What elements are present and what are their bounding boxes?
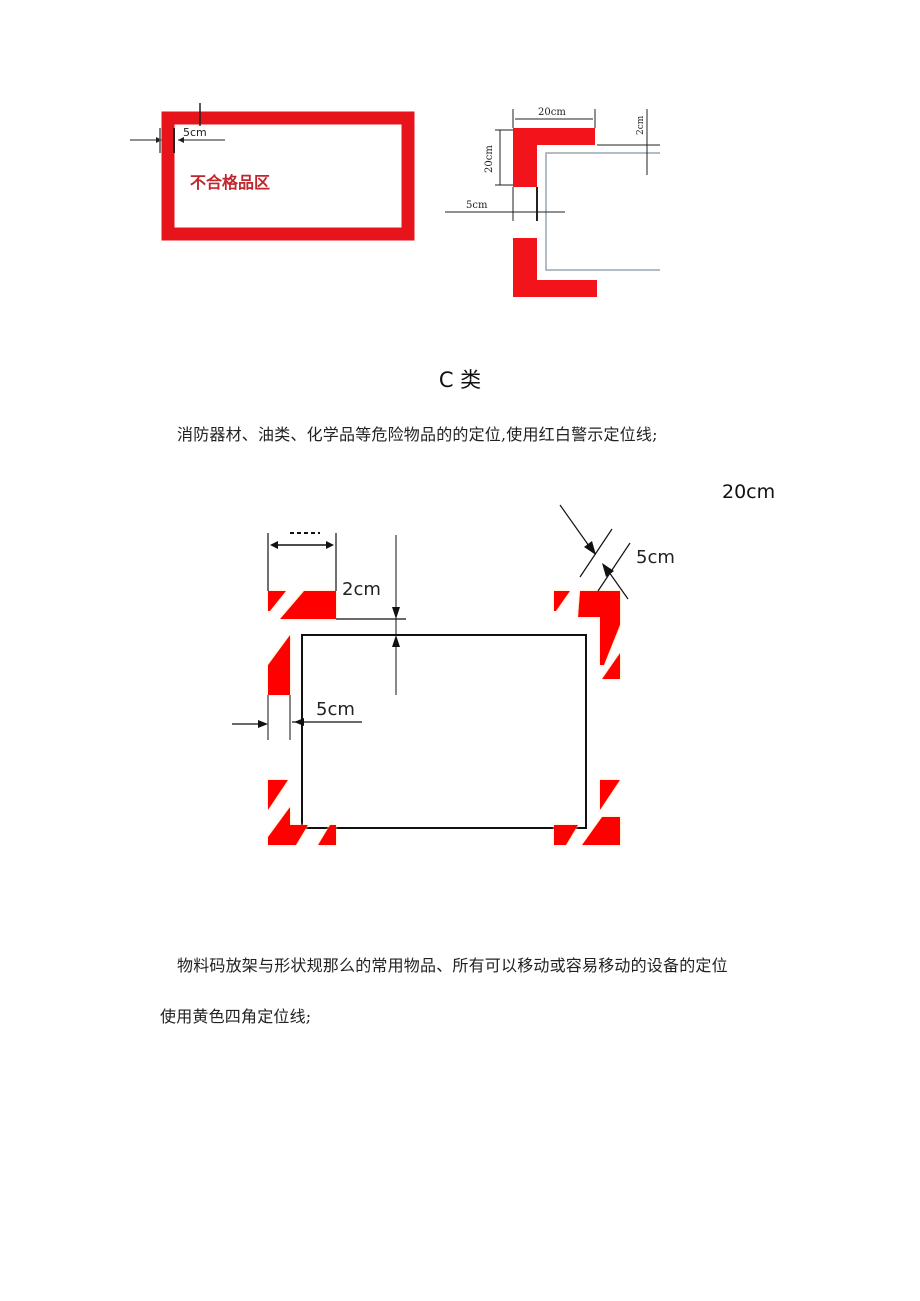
dim-label-5cm-diagonal: 5cm xyxy=(636,547,675,568)
label-20cm: 20cm xyxy=(722,481,776,503)
figure-corner-marks: 20cm 20cm 2cm 5cm xyxy=(440,95,660,305)
figure-unqualified-zone: 5cm 不合格品区 xyxy=(130,100,420,250)
section-heading: C 类 xyxy=(438,368,482,392)
dim-label-2cm: 2cm xyxy=(342,579,381,600)
figure-warning-corners: 2cm 5cm 5cm xyxy=(220,495,690,885)
paragraph-hazard-items: 消防器材、油类、化学品等危险物品的的定位,使用红白警示定位线; xyxy=(177,425,658,444)
warning-corners-diagram: 2cm 5cm 5cm xyxy=(232,504,675,847)
corner-marks-diagram: 20cm 20cm 2cm 5cm xyxy=(445,107,660,297)
dim-label-5cm: 5cm xyxy=(466,200,488,211)
dim-label-5cm-left: 5cm xyxy=(316,699,355,720)
dim-label-top-20cm: 20cm xyxy=(538,107,566,118)
unqualified-zone-diagram: 5cm 不合格品区 xyxy=(130,103,415,241)
paragraph-yellow-corner-lines: 使用黄色四角定位线; xyxy=(160,1007,312,1026)
dim-label-2cm: 2cm xyxy=(636,115,646,135)
paragraph-movable-items: 物料码放架与形状规那么的常用物品、所有可以移动或容易移动的设备的定位 xyxy=(177,956,728,975)
dim-label-left-20cm: 20cm xyxy=(484,145,495,173)
dim-label-5cm: 5cm xyxy=(183,126,207,139)
zone-label: 不合格品区 xyxy=(190,173,270,192)
